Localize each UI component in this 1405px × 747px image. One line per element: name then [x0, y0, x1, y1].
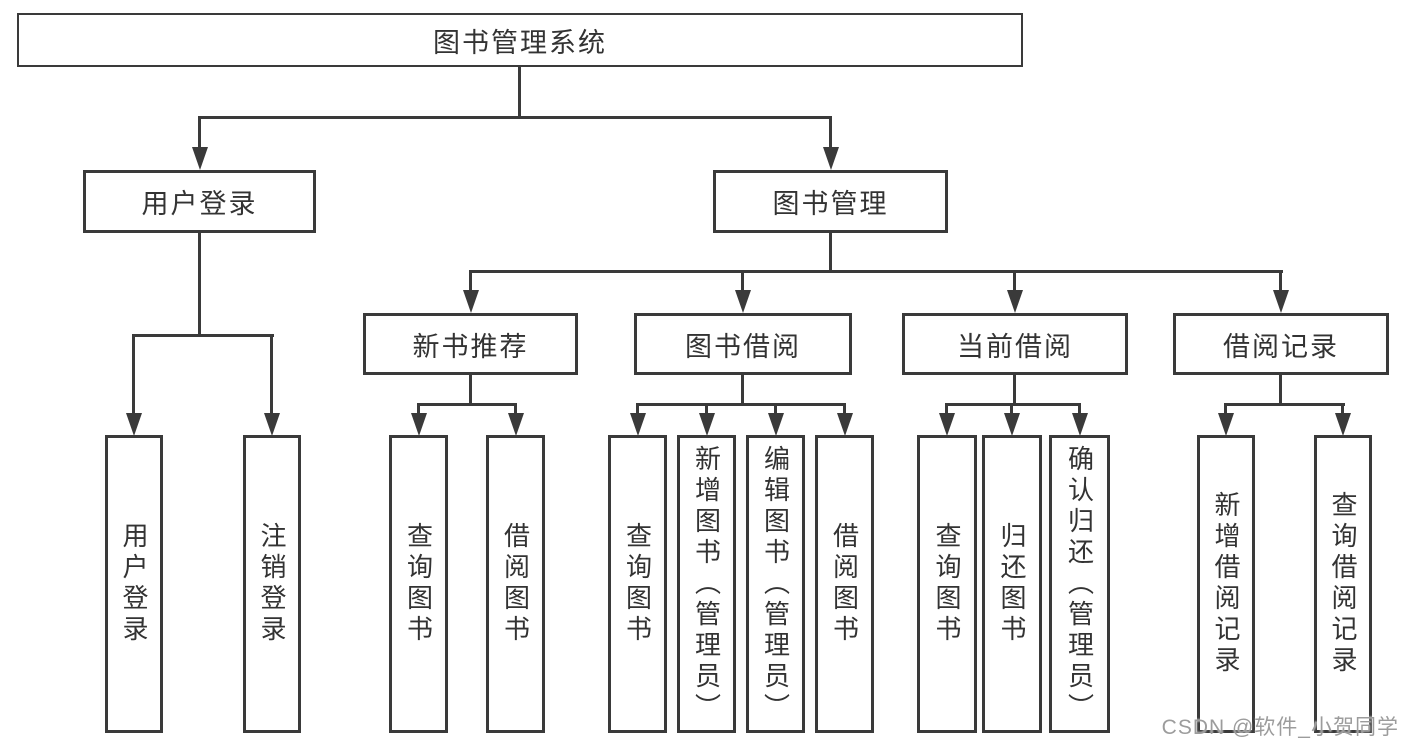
- node-book-management-label: 图书管理: [772, 189, 889, 219]
- leaf-add-borrow-record: 新增借阅记录: [1197, 435, 1255, 733]
- connector-line: [1010, 403, 1013, 418]
- leaf-logout-label: 注销登录: [257, 522, 287, 646]
- watermark: CSDN @软件_小贺同学: [1161, 716, 1399, 739]
- leaf-confirm-return-admin: 确认归还（管理员）: [1049, 435, 1110, 733]
- leaf-edit-book-admin: 编辑图书（管理员）: [746, 435, 805, 733]
- node-root: 图书管理系统: [17, 13, 1023, 67]
- arrow-down-icon: [192, 147, 208, 170]
- leaf-query-book-recommend-label: 查询图书: [403, 522, 434, 646]
- connector-line: [469, 270, 472, 293]
- arrow-down-icon: [768, 413, 784, 436]
- arrow-down-icon: [508, 413, 524, 436]
- connector-line: [132, 334, 274, 337]
- leaf-query-book-borrow-label: 查询图书: [622, 522, 653, 646]
- connector-line: [945, 403, 1081, 406]
- leaf-user-login: 用户登录: [105, 435, 163, 733]
- arrow-down-icon: [823, 147, 839, 170]
- connector-line: [1224, 403, 1345, 406]
- leaf-edit-book-admin-label: 编辑图书（管理员）: [760, 444, 791, 724]
- arrow-down-icon: [1072, 413, 1088, 436]
- arrow-down-icon: [1007, 290, 1023, 313]
- arrow-down-icon: [411, 413, 427, 436]
- node-user-login: 用户登录: [83, 170, 316, 233]
- connector-line: [469, 375, 472, 406]
- arrow-down-icon: [1218, 413, 1234, 436]
- node-user-login-label: 用户登录: [141, 189, 258, 219]
- connector-line: [636, 403, 846, 406]
- leaf-query-book-current-label: 查询图书: [932, 522, 962, 646]
- connector-line: [741, 270, 744, 293]
- connector-line: [198, 116, 201, 150]
- connector-line: [469, 270, 1283, 273]
- arrow-down-icon: [939, 413, 955, 436]
- node-current-borrow: 当前借阅: [902, 313, 1128, 375]
- leaf-query-book-recommend: 查询图书: [389, 435, 448, 733]
- node-root-label: 图书管理系统: [433, 27, 607, 58]
- connector-line: [1078, 403, 1081, 418]
- connector-line: [514, 403, 517, 418]
- leaf-borrow-book-label: 借阅图书: [829, 522, 860, 646]
- connector-line: [518, 66, 521, 118]
- connector-line: [1279, 375, 1282, 406]
- arrow-down-icon: [264, 413, 280, 436]
- leaf-add-borrow-record-label: 新增借阅记录: [1211, 491, 1241, 677]
- arrow-down-icon: [837, 413, 853, 436]
- connector-line: [829, 116, 832, 150]
- arrow-down-icon: [1273, 290, 1289, 313]
- leaf-query-book-current: 查询图书: [917, 435, 977, 733]
- arrow-down-icon: [630, 413, 646, 436]
- connector-line: [1224, 403, 1227, 418]
- leaf-confirm-return-admin-label: 确认归还（管理员）: [1064, 444, 1095, 724]
- connector-line: [417, 403, 517, 406]
- leaf-borrow-book-recommend: 借阅图书: [486, 435, 545, 733]
- leaf-logout: 注销登录: [243, 435, 301, 733]
- leaf-user-login-label: 用户登录: [119, 522, 149, 646]
- leaf-query-borrow-record-label: 查询借阅记录: [1328, 491, 1358, 677]
- connector-line: [198, 116, 832, 119]
- node-borrow-record-label: 借阅记录: [1223, 331, 1339, 362]
- arrow-down-icon: [463, 290, 479, 313]
- connector-line: [270, 334, 273, 418]
- arrow-down-icon: [1335, 413, 1351, 436]
- leaf-add-book-admin-label: 新增图书（管理员）: [691, 444, 722, 724]
- connector-line: [1279, 270, 1282, 293]
- leaf-borrow-book-recommend-label: 借阅图书: [500, 522, 531, 646]
- leaf-return-book: 归还图书: [982, 435, 1042, 733]
- connector-line: [1341, 403, 1344, 418]
- connector-line: [198, 233, 201, 336]
- node-current-borrow-label: 当前借阅: [957, 331, 1073, 362]
- arrow-down-icon: [699, 413, 715, 436]
- leaf-query-book-borrow: 查询图书: [608, 435, 667, 733]
- connector-line: [741, 375, 744, 406]
- node-book-borrow: 图书借阅: [634, 313, 852, 375]
- connector-line: [705, 403, 708, 418]
- connector-line: [843, 403, 846, 418]
- node-new-book-recommend: 新书推荐: [363, 313, 578, 375]
- connector-line: [774, 403, 777, 418]
- node-book-borrow-label: 图书借阅: [685, 331, 801, 362]
- node-new-book-recommend-label: 新书推荐: [412, 331, 529, 362]
- arrow-down-icon: [126, 413, 142, 436]
- arrow-down-icon: [1004, 413, 1020, 436]
- connector-line: [945, 403, 948, 418]
- leaf-borrow-book: 借阅图书: [815, 435, 874, 733]
- connector-line: [132, 334, 135, 418]
- connector-line: [636, 403, 639, 418]
- leaf-return-book-label: 归还图书: [997, 522, 1027, 646]
- arrow-down-icon: [735, 290, 751, 313]
- connector-line: [829, 233, 832, 273]
- leaf-add-book-admin: 新增图书（管理员）: [677, 435, 736, 733]
- connector-line: [1013, 375, 1016, 406]
- connector-line: [417, 403, 420, 418]
- node-book-management: 图书管理: [713, 170, 948, 233]
- node-borrow-record: 借阅记录: [1173, 313, 1389, 375]
- leaf-query-borrow-record: 查询借阅记录: [1314, 435, 1372, 733]
- connector-line: [1013, 270, 1016, 293]
